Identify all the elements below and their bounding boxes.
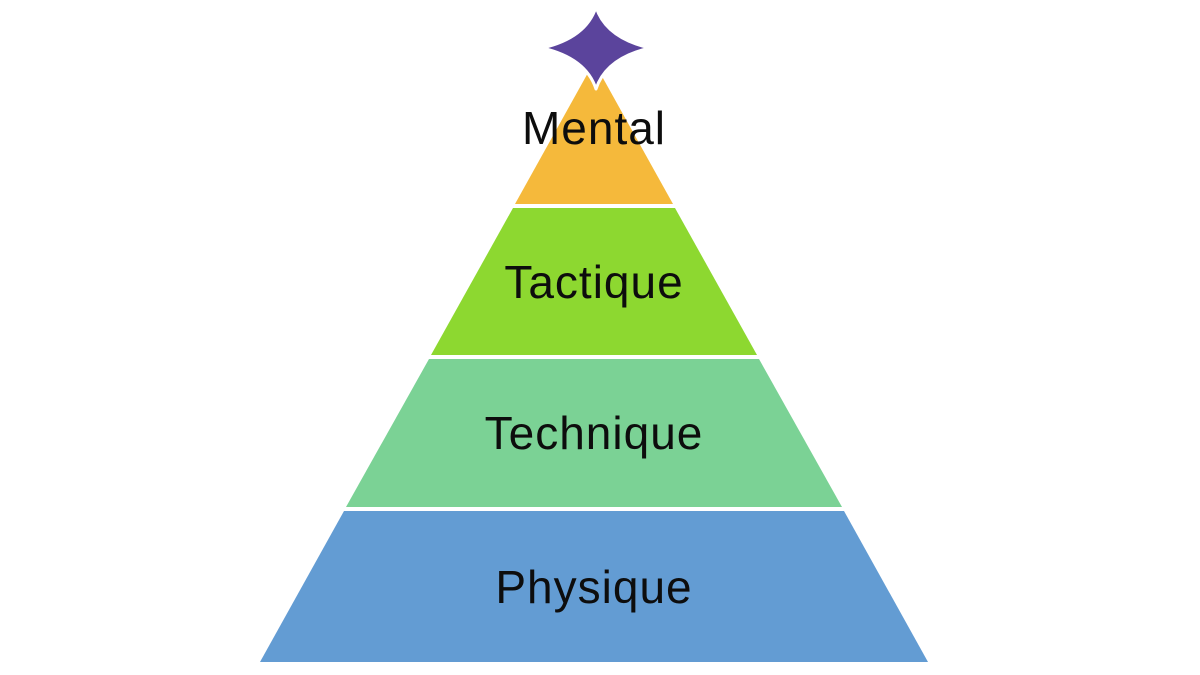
pyramid-level-technique — [346, 359, 842, 507]
level-label-mental: Mental — [522, 102, 666, 154]
level-label-physique: Physique — [495, 561, 692, 613]
pyramid-level-tactique — [431, 208, 757, 355]
level-label-tactique: Tactique — [504, 256, 683, 308]
level-label-technique: Technique — [485, 407, 704, 459]
pyramid-level-mental — [515, 62, 673, 204]
pyramid-level-physique — [260, 511, 928, 662]
star-icon — [540, 5, 652, 91]
